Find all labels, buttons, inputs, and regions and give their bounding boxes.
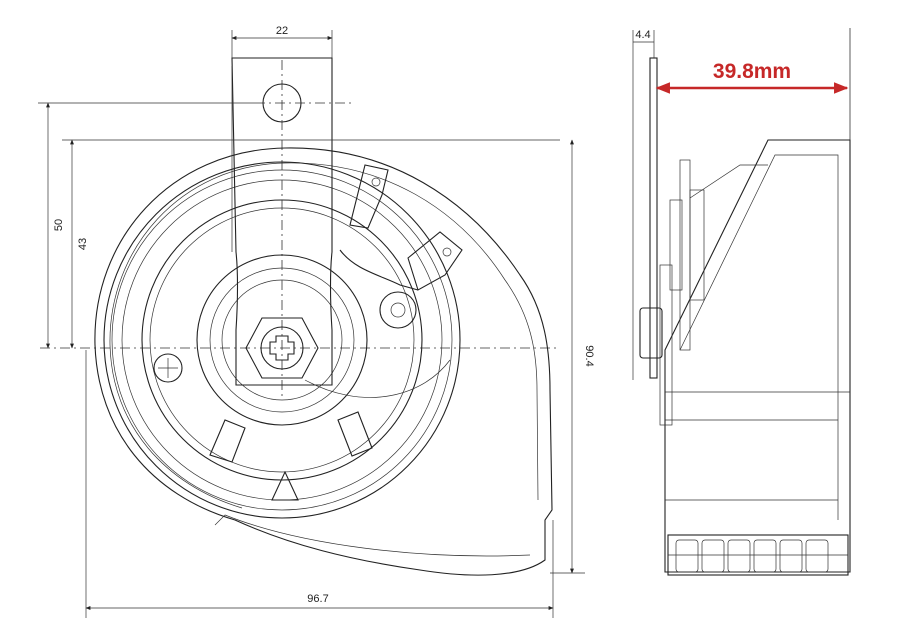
side-nut	[639, 307, 663, 359]
tab-left	[209, 419, 246, 463]
adjust-screw	[379, 291, 417, 329]
dim-height-outer: 50	[53, 219, 65, 231]
tab-right	[337, 411, 373, 457]
terminal-right	[407, 231, 463, 291]
cross-screw-head	[269, 335, 295, 361]
terminal-upper	[349, 164, 389, 229]
center-nut	[245, 317, 319, 379]
dim-bracket-width: 22	[276, 25, 288, 37]
dim-overall-height: 90.4	[583, 345, 595, 366]
depth-callout: 39.8mm	[713, 60, 791, 83]
dim-height-inner: 43	[77, 238, 89, 250]
mounting-bracket	[231, 57, 333, 386]
side-view: 4.4 39.8mm	[632, 28, 851, 576]
side-grille	[667, 534, 849, 576]
side-housing	[664, 139, 851, 573]
housing-outline	[94, 147, 553, 576]
diaphragm-ring	[141, 199, 423, 481]
side-bracket	[649, 57, 658, 379]
dim-bracket-thickness: 4.4	[635, 29, 650, 41]
direction-triangle	[271, 470, 299, 501]
side-screw	[153, 353, 183, 383]
front-view: 22 50 43 90.4 96.7	[38, 25, 595, 618]
outer-ring	[103, 161, 461, 519]
dim-overall-width: 96.7	[307, 593, 328, 605]
